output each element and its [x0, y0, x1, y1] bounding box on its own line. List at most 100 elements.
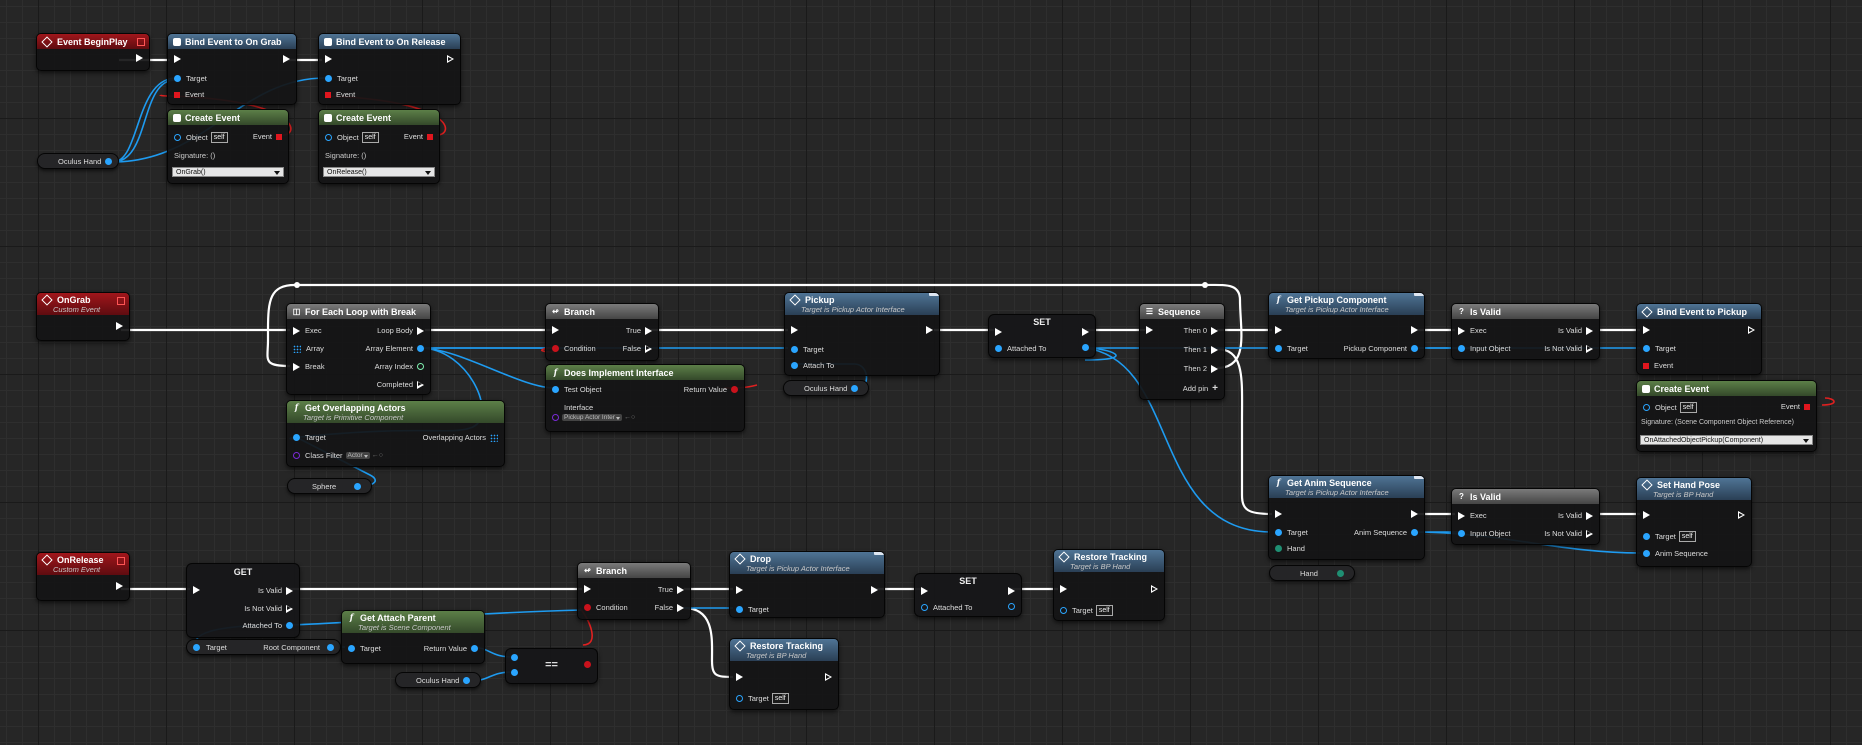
get-attached-to-node[interactable]: GET Is Valid Is Not Valid Attached To — [186, 563, 300, 638]
overlapping-actors-out-pin[interactable] — [490, 433, 498, 442]
completed-out-pin[interactable] — [417, 380, 424, 389]
target-pin[interactable] — [1643, 533, 1650, 540]
event-out-pin[interactable] — [427, 133, 433, 140]
class-filter-pin[interactable] — [293, 452, 300, 459]
exec-in-pin[interactable] — [193, 586, 200, 594]
target-pin[interactable] — [174, 75, 181, 82]
exec-out-pin[interactable] — [447, 55, 454, 63]
self-field[interactable]: self — [1095, 605, 1113, 616]
delegate-output-icon[interactable] — [117, 557, 125, 565]
test-object-pin[interactable] — [552, 386, 559, 393]
exec-in-pin[interactable] — [1458, 511, 1465, 520]
root-component-getter[interactable]: Target Root Component — [186, 639, 341, 655]
exec-out-pin[interactable] — [1082, 328, 1089, 336]
true-out-pin[interactable] — [645, 326, 652, 335]
is-valid-out-pin[interactable] — [1586, 326, 1593, 335]
variable-out-pin[interactable] — [354, 483, 361, 490]
target-pin[interactable] — [736, 695, 743, 702]
exec-in-pin[interactable] — [1275, 510, 1282, 518]
loop-body-out-pin[interactable] — [417, 326, 424, 335]
false-out-pin[interactable] — [645, 344, 652, 353]
event-out-pin[interactable] — [276, 133, 282, 140]
anim-sequence-pin[interactable] — [1643, 550, 1650, 557]
event-out-pin[interactable] — [1804, 403, 1810, 410]
event-beginplay-node[interactable]: Event BeginPlay — [36, 33, 150, 71]
exec-in-pin[interactable] — [736, 673, 743, 681]
foreach-loop-break-node[interactable]: ◫For Each Loop with Break Exec Array Bre… — [286, 303, 431, 395]
target-pin[interactable] — [1643, 345, 1650, 352]
exec-in-pin[interactable] — [1060, 585, 1067, 593]
then0-out-pin[interactable] — [1211, 326, 1218, 335]
is-valid-node[interactable]: ?Is Valid Exec Input Object Is Valid Is … — [1451, 303, 1600, 360]
array-in-pin[interactable] — [293, 344, 301, 353]
array-index-out-pin[interactable] — [417, 363, 424, 370]
sequence-node[interactable]: ☰Sequence Then 0 Then 1 Then 2 Add pin+ — [1139, 303, 1225, 400]
input-object-pin[interactable] — [1458, 530, 1465, 537]
break-in-pin[interactable] — [293, 362, 300, 371]
add-pin-button[interactable]: Add pin+ — [1183, 383, 1218, 394]
then1-out-pin[interactable] — [1211, 345, 1218, 354]
exec-out-pin[interactable] — [1151, 585, 1158, 593]
variable-out-pin[interactable] — [105, 158, 112, 165]
self-field[interactable]: self — [361, 132, 379, 143]
event-pin[interactable] — [1643, 362, 1649, 369]
exec-in-pin[interactable] — [1275, 326, 1282, 334]
oculus-hand-variable[interactable]: Oculus Hand — [395, 672, 481, 688]
target-pin[interactable] — [293, 434, 300, 441]
oculus-hand-variable[interactable]: Oculus Hand — [783, 380, 869, 396]
function-dropdown[interactable]: OnAttachedObjectPickup(Component) — [1640, 435, 1813, 445]
attached-to-out-pin[interactable] — [1008, 603, 1015, 610]
self-field[interactable]: self — [771, 693, 789, 704]
interface-pin[interactable] — [552, 414, 559, 421]
pickup-component-out-pin[interactable] — [1411, 345, 1418, 352]
event-pin[interactable] — [174, 91, 180, 98]
self-field[interactable]: self — [210, 132, 228, 143]
exec-in-pin[interactable] — [174, 55, 181, 63]
exec-in-pin[interactable] — [584, 585, 591, 593]
object-pin[interactable] — [174, 134, 181, 141]
self-field[interactable]: self — [1679, 402, 1697, 413]
condition-pin[interactable] — [552, 345, 559, 352]
exec-in-pin[interactable] — [736, 586, 743, 594]
set-attached-to-node[interactable]: SET Attached To — [914, 573, 1022, 617]
exec-in-pin[interactable] — [325, 55, 332, 63]
condition-pin[interactable] — [584, 604, 591, 611]
delegate-output-icon[interactable] — [137, 38, 145, 46]
sphere-variable[interactable]: Sphere — [287, 478, 372, 494]
exec-out-pin[interactable] — [116, 322, 123, 330]
bind-event-ongrab-node[interactable]: Bind Event to On Grab Target Event — [167, 33, 297, 105]
self-field[interactable]: self — [1678, 531, 1696, 542]
exec-in-pin[interactable] — [1643, 326, 1650, 334]
exec-out-pin[interactable] — [1411, 510, 1418, 518]
object-pin[interactable] — [325, 134, 332, 141]
is-not-valid-out-pin[interactable] — [286, 604, 293, 613]
variable-out-pin[interactable] — [851, 385, 858, 392]
attached-to-out-pin[interactable] — [286, 622, 293, 629]
target-pin[interactable] — [736, 606, 743, 613]
target-pin[interactable] — [1060, 607, 1067, 614]
is-not-valid-out-pin[interactable] — [1586, 529, 1593, 538]
true-out-pin[interactable] — [677, 585, 684, 594]
then2-out-pin[interactable] — [1211, 364, 1218, 373]
anim-sequence-out-pin[interactable] — [1411, 529, 1418, 536]
target-pin[interactable] — [1275, 345, 1282, 352]
object-pin[interactable] — [1643, 404, 1650, 411]
function-dropdown[interactable]: OnGrab() — [172, 167, 284, 177]
exec-out-pin[interactable] — [1738, 511, 1745, 519]
target-pin[interactable] — [348, 645, 355, 652]
is-valid-out-pin[interactable] — [1586, 511, 1593, 520]
is-valid-node[interactable]: ?Is Valid Exec Input Object Is Valid Is … — [1451, 488, 1600, 545]
function-dropdown[interactable]: OnRelease() — [323, 167, 435, 177]
array-element-out-pin[interactable] — [417, 345, 424, 352]
